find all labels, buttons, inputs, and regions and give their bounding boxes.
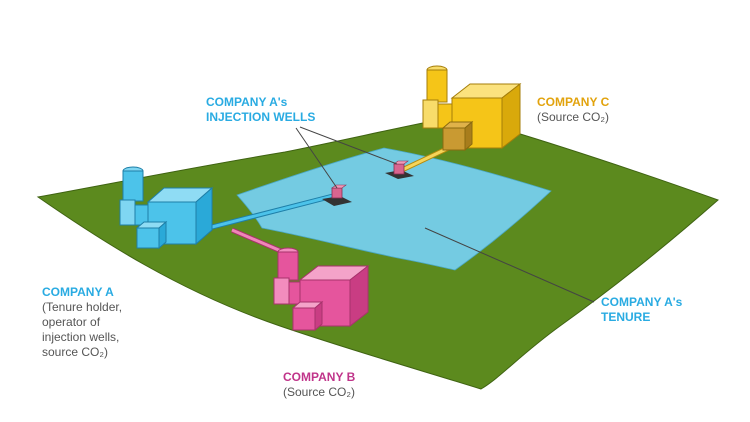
company-c-title: COMPANY C bbox=[537, 95, 610, 109]
leader-line-wells-1 bbox=[295, 127, 338, 189]
company-a-title: COMPANY A bbox=[42, 285, 114, 299]
tenure-label-line2: TENURE bbox=[601, 310, 651, 324]
company-c-subtitle: (Source CO₂) bbox=[537, 110, 610, 124]
company-b-label: COMPANY B (Source CO₂) bbox=[283, 370, 355, 400]
company-c-plant bbox=[422, 65, 522, 152]
company-a-plant bbox=[119, 166, 214, 250]
company-b-plant bbox=[273, 247, 370, 332]
injection-wells-label-line2: INJECTION WELLS bbox=[206, 110, 316, 124]
company-b-title: COMPANY B bbox=[283, 370, 356, 384]
company-a-subtitle: (Tenure holder, operator of injection we… bbox=[42, 300, 123, 359]
injection-well-1 bbox=[322, 184, 352, 206]
tenure-area bbox=[236, 147, 552, 271]
company-c-label: COMPANY C (Source CO₂) bbox=[537, 95, 609, 125]
tenure-label-line1: COMPANY A's bbox=[601, 295, 683, 309]
leader-line-wells-2 bbox=[299, 126, 398, 165]
injection-wells-label-line1: COMPANY A's bbox=[206, 95, 288, 109]
injection-well-2 bbox=[385, 160, 414, 179]
leader-line-tenure bbox=[424, 227, 595, 303]
company-a-label: COMPANY A (Tenure holder, operator of in… bbox=[42, 285, 122, 360]
tenure-label: COMPANY A's TENURE bbox=[601, 295, 682, 325]
company-b-subtitle: (Source CO₂) bbox=[283, 385, 356, 399]
injection-wells-label: COMPANY A's INJECTION WELLS bbox=[206, 95, 315, 125]
pipeline-company-a bbox=[211, 193, 334, 230]
